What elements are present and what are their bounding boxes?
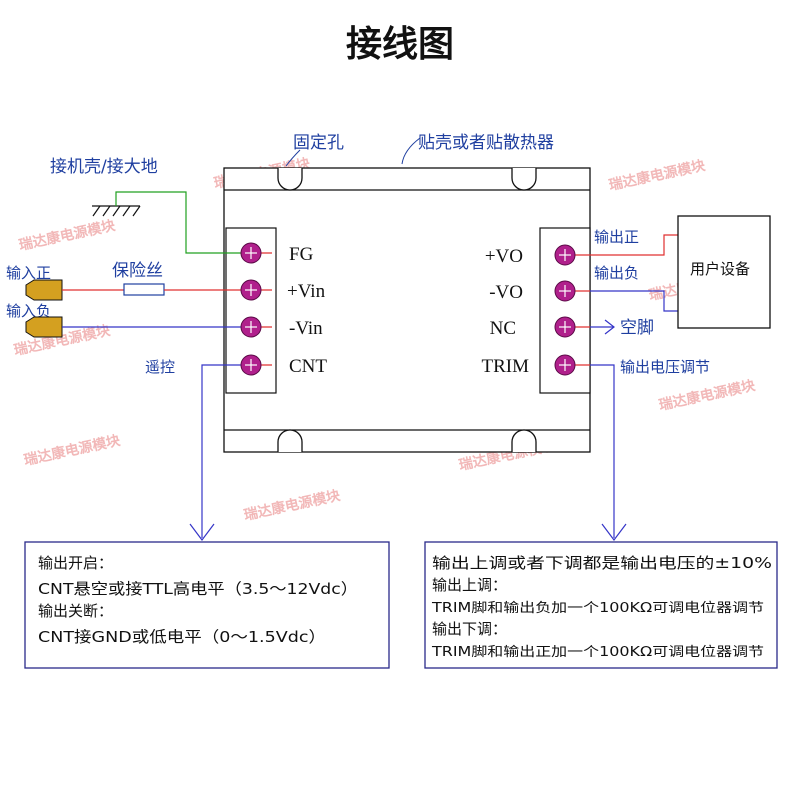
pin-label-vo-neg: -VO (489, 282, 523, 303)
mount-holes (277, 168, 537, 452)
module-body (223, 167, 591, 453)
heatsink-label: 贴壳或者贴散热器 (418, 133, 554, 153)
vo-pos-wire (590, 234, 678, 256)
output-pos-label: 输出正 (594, 228, 639, 246)
pin-label-fg: FG (289, 244, 314, 265)
input-neg-label: 输入负 (6, 302, 51, 320)
ground-icon (92, 205, 141, 217)
pin-label-trim: TRIM (482, 356, 530, 377)
user-device-box (677, 215, 771, 329)
pin-cnt (240, 354, 272, 376)
trim-info-line-5: TRIM脚和输出正加一个100KΩ可调电位器调节 (431, 644, 764, 660)
remote-info-line-4: CNT接GND或低电平（0～1.5Vdc） (38, 628, 326, 646)
trim-info-line-3: TRIM脚和输出负加一个100KΩ可调电位器调节 (431, 600, 764, 616)
input-pos-terminal-icon (25, 279, 63, 301)
remote-label: 遥控 (145, 358, 175, 376)
user-device-label: 用户设备 (690, 260, 750, 278)
fg-wire (115, 191, 252, 254)
output-neg-label: 输出负 (594, 264, 639, 282)
vo-neg-wire (590, 290, 678, 312)
trim-label: 输出电压调节 (620, 358, 710, 376)
pin-label-cnt: CNT (289, 356, 327, 377)
mount-hole-icon (511, 429, 537, 452)
trim-arrow-icon (601, 523, 627, 541)
fuse-label: 保险丝 (112, 261, 163, 281)
cnt-wire (201, 364, 252, 538)
watermark: 瑞达康电源模块 (242, 487, 342, 524)
pin-label-vin-pos: +Vin (287, 281, 326, 302)
watermark: 瑞达康电源模块 (17, 217, 117, 254)
watermark: 瑞达康电源模块 (607, 157, 707, 194)
trim-wire (590, 364, 615, 538)
pin-label-vin-neg: -Vin (289, 318, 323, 339)
pin-vo-neg (554, 280, 590, 302)
page-title: 接线图 (346, 24, 454, 65)
nc-label: 空脚 (620, 318, 654, 338)
trim-info-line-2: 输出上调： (432, 576, 507, 594)
remote-info-box: 输出开启： CNT悬空或接TTL高电平（3.5～12Vdc） 输出关断： CNT… (24, 541, 390, 669)
input-neg-terminal-icon (25, 316, 63, 338)
trim-info-line-4: 输出下调： (432, 620, 507, 638)
pin-nc (554, 316, 590, 338)
heatsink-leader (401, 137, 421, 165)
mount-hole-icon (277, 168, 303, 191)
pin-vin-pos (240, 279, 272, 301)
chassis-label: 接机壳/接大地 (50, 157, 158, 177)
remote-info-line-2: CNT悬空或接TTL高电平（3.5～12Vdc） (38, 580, 358, 598)
cnt-arrow-icon (189, 523, 215, 541)
pin-vo-pos (554, 244, 590, 266)
pin-label-nc: NC (490, 318, 516, 339)
input-pos-label: 输入正 (6, 264, 51, 282)
pin-vin-neg (240, 316, 272, 338)
remote-info-line-1: 输出开启： (38, 554, 113, 572)
fuse-icon (123, 283, 165, 296)
pin-label-vo-pos: +VO (485, 246, 523, 267)
remote-info-line-3: 输出关断： (38, 602, 113, 620)
watermark: 瑞达康电源模块 (22, 432, 122, 469)
pin-fg (240, 242, 272, 264)
mount-hole-icon (277, 429, 303, 452)
mount-hole-leader (285, 149, 301, 167)
watermark: 瑞达康电源模块 (657, 377, 757, 414)
trim-info-line-1: 输出上调或者下调都是输出电压的±10% (432, 554, 772, 572)
mount-hole-label: 固定孔 (293, 133, 344, 153)
trim-info-box: 输出上调或者下调都是输出电压的±10% 输出上调： TRIM脚和输出负加一个10… (424, 541, 778, 669)
nc-arrow-icon (604, 319, 615, 335)
mount-hole-icon (511, 168, 537, 191)
pin-trim (554, 354, 590, 376)
